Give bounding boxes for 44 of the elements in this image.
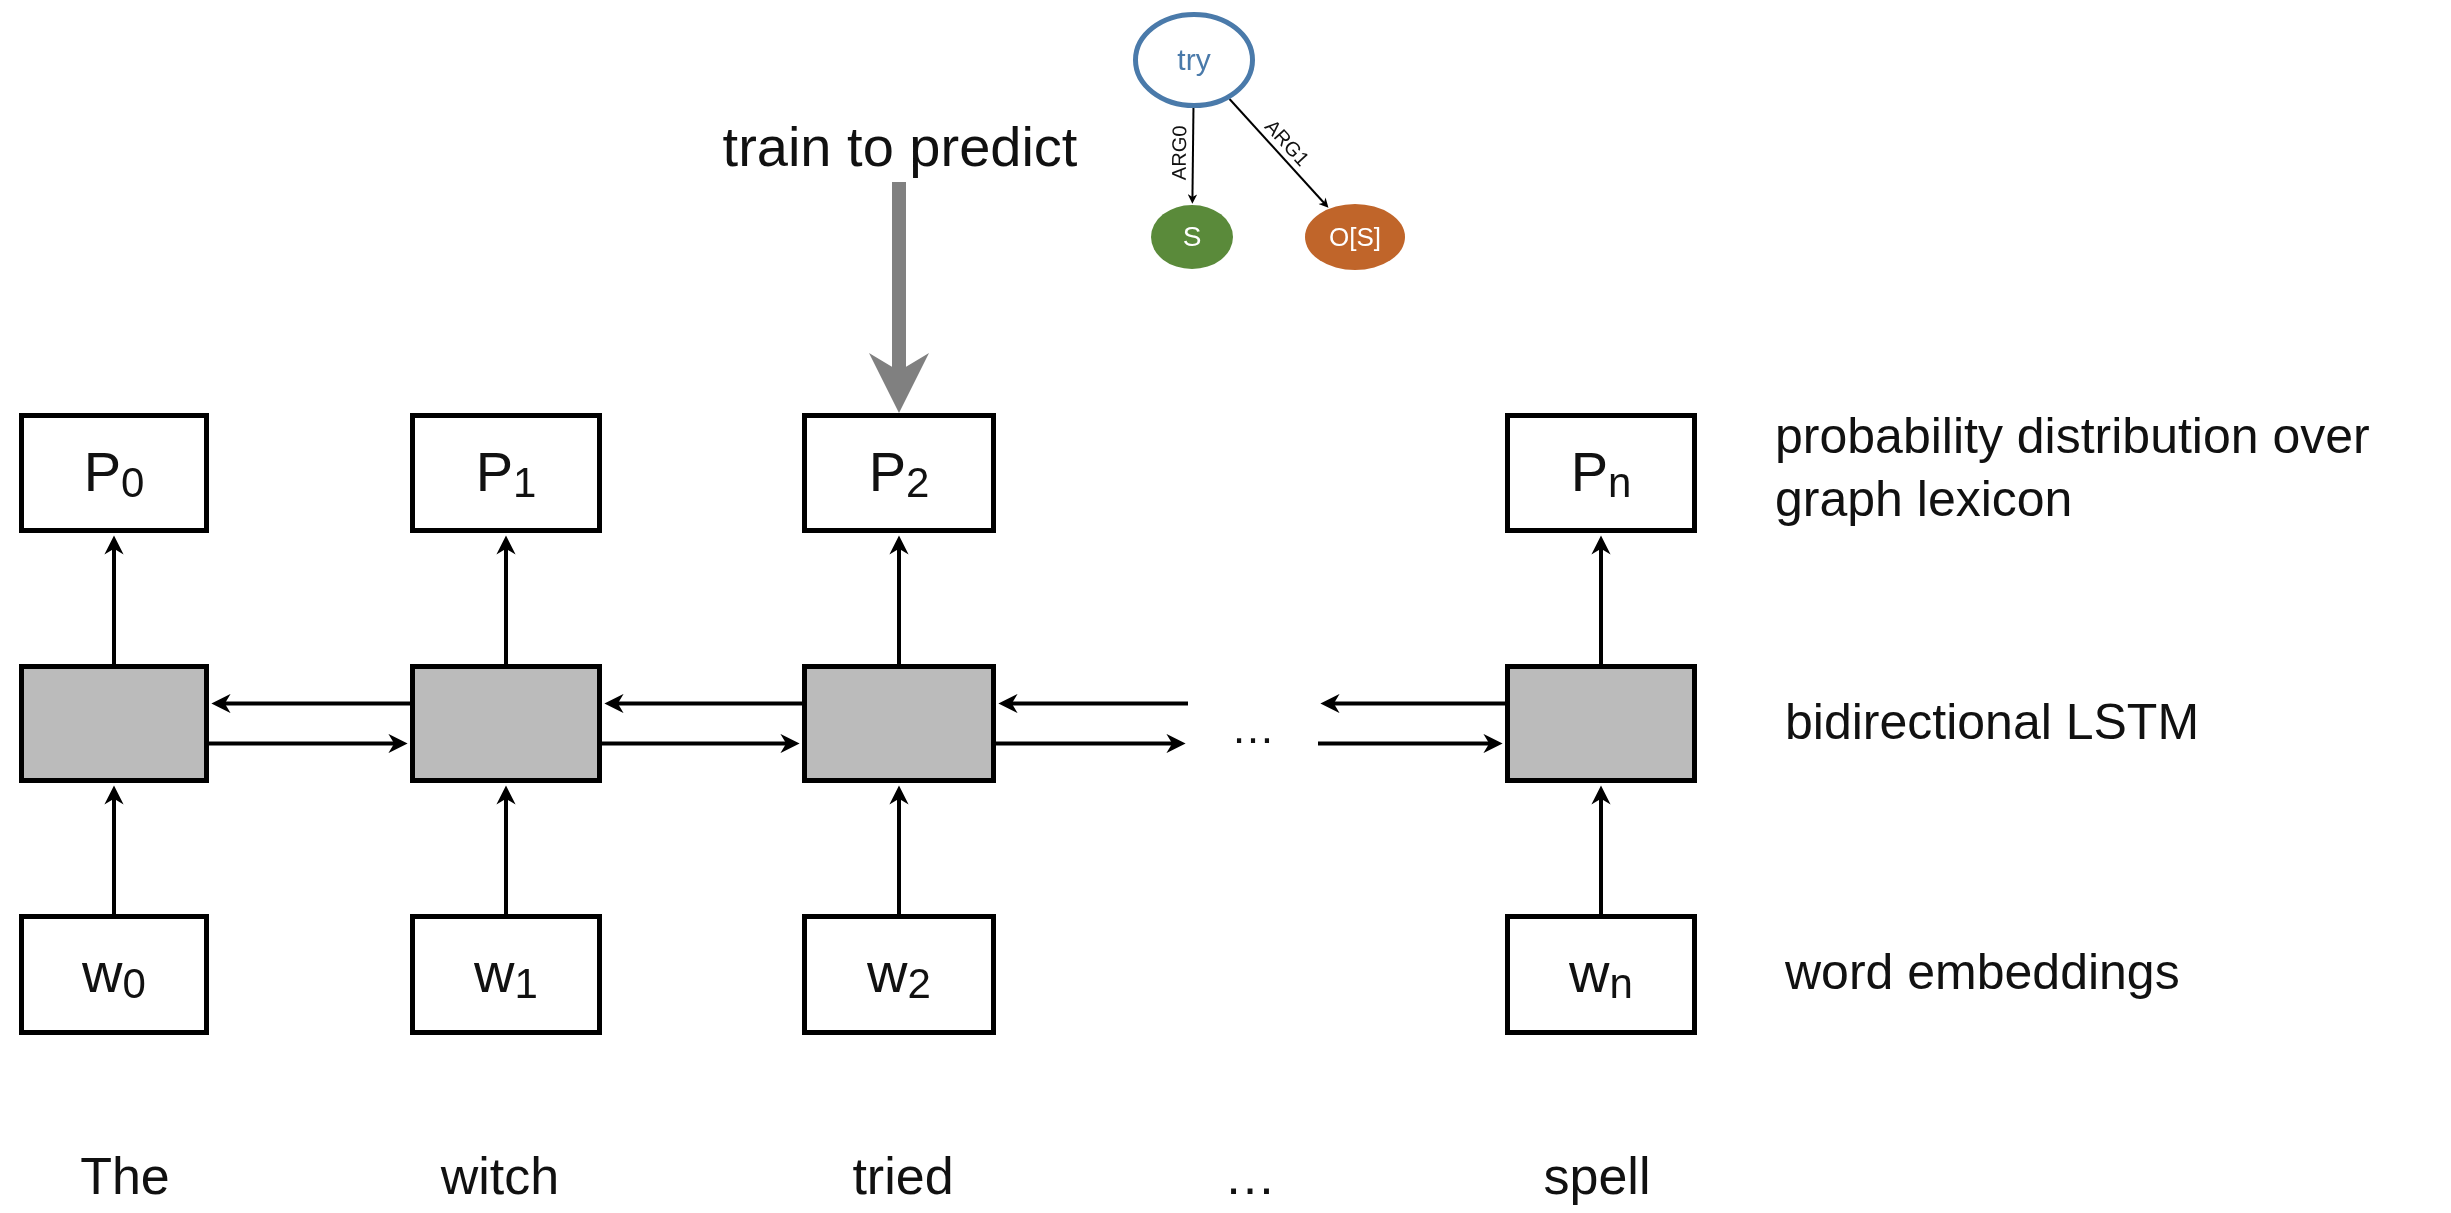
arrow xyxy=(604,693,802,714)
arrow xyxy=(1591,785,1611,914)
word-label: tried xyxy=(851,1146,955,1207)
arrow xyxy=(496,785,516,914)
graph-node: try xyxy=(1133,12,1255,108)
arrow xyxy=(496,535,516,664)
arrow xyxy=(869,182,929,413)
output-box: P$_{2}$ xyxy=(802,413,996,533)
layer-label: bidirectional LSTM xyxy=(1785,693,2201,752)
word-label: spell xyxy=(1542,1146,1652,1207)
ellipsis-text: … xyxy=(1188,690,1318,765)
embedding-box: w$_{0}$ xyxy=(19,914,209,1035)
embedding-box: w$_{1}$ xyxy=(410,914,602,1035)
graph-node: O[S] xyxy=(1305,204,1405,270)
layer-label: probability distribution over graph lexicon xyxy=(1775,407,2371,529)
arrow xyxy=(104,785,124,914)
word-label: The xyxy=(79,1146,171,1207)
lstm-cell xyxy=(410,664,602,783)
arrow xyxy=(889,785,909,914)
arrow xyxy=(889,535,909,664)
arrow xyxy=(996,733,1186,754)
arrow xyxy=(602,733,800,754)
arrow xyxy=(1318,733,1503,754)
ellipsis-text: … xyxy=(1223,1146,1277,1207)
arrow xyxy=(1320,693,1505,714)
arrow xyxy=(1591,535,1611,664)
lstm-cell xyxy=(802,664,996,783)
lstm-cell xyxy=(1505,664,1697,783)
arrow xyxy=(211,693,410,714)
embedding-box: w$_{2}$ xyxy=(802,914,996,1035)
lstm-cell xyxy=(19,664,209,783)
layer-label: word embeddings xyxy=(1785,943,2181,1002)
arrow xyxy=(1187,107,1198,204)
output-box: P$_{0}$ xyxy=(19,413,209,533)
arrow xyxy=(104,535,124,664)
arrow xyxy=(1228,98,1329,208)
graph-node: S xyxy=(1151,205,1233,269)
arrow xyxy=(209,733,408,754)
arrow xyxy=(998,693,1188,714)
embedding-box: w$_{n}$ xyxy=(1505,914,1697,1035)
word-label: witch xyxy=(439,1146,561,1207)
annotation-text: train to predict xyxy=(690,110,1110,182)
output-box: P$_{n}$ xyxy=(1505,413,1697,533)
output-box: P$_{1}$ xyxy=(410,413,602,533)
